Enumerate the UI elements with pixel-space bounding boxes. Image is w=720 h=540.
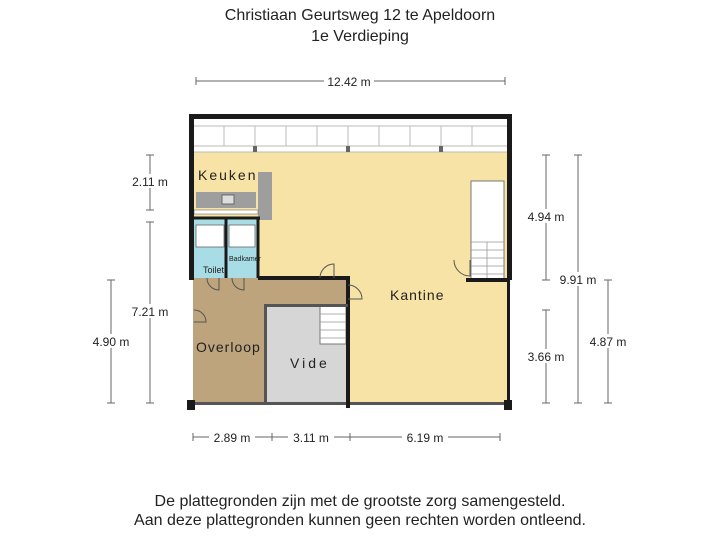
wall-corner-br — [504, 400, 512, 410]
wall-left — [189, 114, 194, 280]
dim-right-total: 9.91 m — [560, 273, 597, 287]
window-grid — [193, 125, 508, 147]
walls — [187, 114, 512, 410]
stair-steps-vide — [320, 313, 346, 339]
window-bay — [192, 117, 509, 153]
door-swing-toilet — [206, 277, 220, 291]
door-swing-side — [347, 284, 363, 300]
dim-bottom-1: 2.89 m — [214, 431, 251, 445]
wall-right-lower — [507, 280, 510, 404]
dim-bottom-3: 6.19 m — [407, 431, 444, 445]
door-swing-bath — [231, 277, 245, 291]
kitchen-shelf — [193, 209, 259, 215]
dim-left-keuken: 2.11 m — [132, 175, 168, 189]
vide-edge — [264, 306, 267, 403]
staircase-right — [470, 180, 505, 281]
shower-icon — [195, 224, 225, 248]
dim-right-outer: 4.87 m — [590, 335, 627, 349]
wall-vide-right — [346, 278, 350, 408]
stair-steps-right — [471, 241, 504, 280]
wall-overloop-top — [258, 276, 350, 280]
sink-icon — [221, 194, 235, 205]
window-mullions — [253, 146, 443, 152]
wall-right-upper — [507, 114, 512, 280]
disclaimer-line-2: Aan deze plattegronden kunnen geen recht… — [134, 512, 586, 529]
dim-top-width: 12.42 m — [327, 75, 370, 89]
room-label-keuken: Keuken — [198, 167, 257, 183]
plan-floor-subtitle: 1e Verdieping — [311, 28, 409, 45]
door-swing-overloop — [193, 309, 207, 323]
plan-title: Christiaan Geurtsweg 12 te Apeldoorn — [224, 7, 496, 24]
room-label-overloop: Overloop — [196, 339, 261, 355]
room-label-vide: Vide — [290, 355, 330, 371]
wall-stair-bottom — [466, 278, 510, 282]
dim-left-mid: 7.21 m — [132, 305, 169, 319]
disclaimer-line-1: De plattegronden zijn met de grootste zo… — [154, 493, 566, 510]
wall-bottom — [189, 402, 512, 405]
kitchen-counter-side — [258, 172, 272, 220]
vide-top-edge — [264, 304, 348, 307]
door-swing-stair — [453, 259, 471, 277]
dim-right-lower: 3.66 m — [528, 350, 565, 364]
dim-right-upper: 4.94 m — [528, 210, 565, 224]
dim-bottom-2: 3.11 m — [293, 431, 329, 445]
room-label-kantine: Kantine — [390, 287, 444, 303]
wall-top — [189, 114, 512, 119]
dim-left-outer: 4.90 m — [93, 335, 130, 349]
door-swings — [193, 259, 471, 323]
sink-bath-icon — [228, 224, 256, 248]
wall-corner-bl — [187, 400, 195, 410]
door-swing-kantine — [319, 263, 335, 279]
room-label-badkamer: Badkamer — [229, 256, 262, 263]
room-label-toilet: Toilet — [203, 265, 225, 275]
